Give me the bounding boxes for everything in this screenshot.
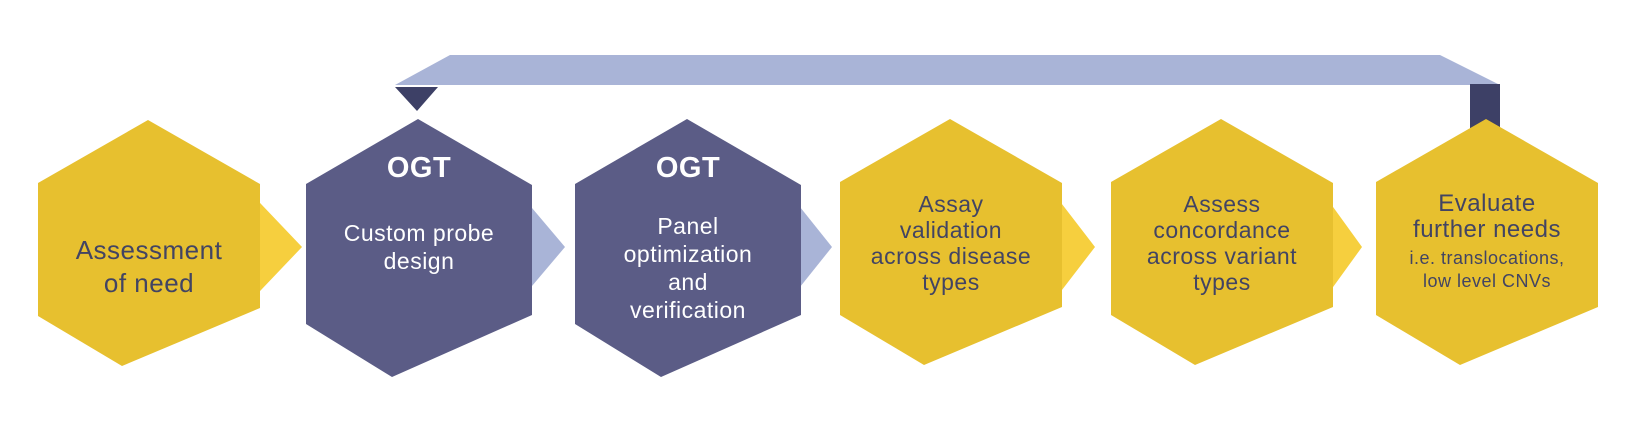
hexagon-step5	[1111, 119, 1333, 365]
hexagon-step1	[38, 120, 260, 366]
hexagon-step3	[575, 119, 801, 377]
feedback-arrow-band	[395, 55, 1500, 85]
hexagon-step2	[306, 119, 532, 377]
hexagon-step6	[1376, 119, 1598, 365]
hexagon-step4	[840, 119, 1062, 365]
feedback-arrowhead-icon	[395, 87, 438, 111]
